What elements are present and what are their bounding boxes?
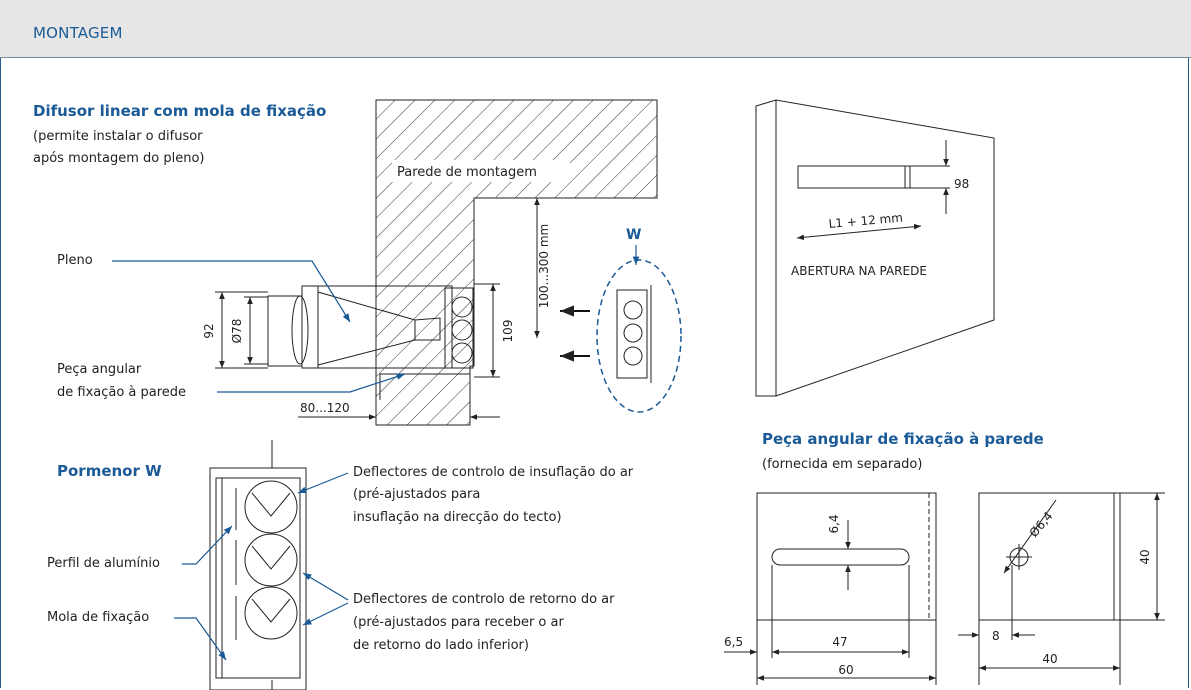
wall-section xyxy=(375,99,658,426)
bracket-label-2: de fixação à parede xyxy=(57,385,186,400)
wall-label: Parede de montagem xyxy=(397,165,537,180)
main-assembly: Difusor linear com mola de fixação (perm… xyxy=(33,99,682,426)
dim-92: 92 xyxy=(202,323,216,338)
dim-6-5: 6,5 xyxy=(724,635,743,649)
dim-40h: 40 xyxy=(1042,652,1057,666)
dim-78: Ø78 xyxy=(230,319,244,344)
main-title: Difusor linear com mola de fixação xyxy=(33,102,326,120)
wall-label-bg xyxy=(392,160,570,182)
dim-98: 98 xyxy=(954,177,969,191)
dim-60: 60 xyxy=(838,663,853,677)
bracket-title: Peça angular de fixação à parede xyxy=(762,430,1044,448)
dim-47: 47 xyxy=(832,635,847,649)
detail-w: Pormenor W Perfil de alumínio Mola de fi… xyxy=(47,440,634,690)
supply-text-3: insuflação na direcção do tecto) xyxy=(353,510,562,525)
return-text-2: (pré-ajustados para receber o ar xyxy=(353,615,564,630)
wall-opening: 98 L1 + 12 mm ABERTURA NA PAREDE xyxy=(755,99,995,397)
dim-100-300: 100...300 mm xyxy=(537,224,551,308)
view-w: W xyxy=(596,227,682,413)
detail-title: Pormenor W xyxy=(57,462,162,480)
plenum-label: Pleno xyxy=(57,253,93,268)
dim-6-4: 6,4 xyxy=(827,514,841,533)
main-subtitle-2: após montagem do pleno) xyxy=(33,151,205,166)
return-text-3: de retorno do lado inferior) xyxy=(353,638,529,653)
section-title: MONTAGEM xyxy=(33,24,123,42)
dim-40v: 40 xyxy=(1138,549,1152,564)
dim-80-120: 80...120 xyxy=(300,401,350,415)
view-w-label: W xyxy=(626,227,641,243)
dim-phi: Ø6,4 xyxy=(1027,509,1056,540)
profile-label: Perfil de alumínio xyxy=(47,556,160,571)
bracket-label-1: Peça angular xyxy=(57,362,142,377)
supply-text-2: (pré-ajustados para xyxy=(353,487,480,502)
dim-l1: L1 + 12 mm xyxy=(828,211,903,231)
spring-label: Mola de fixação xyxy=(47,610,149,625)
opening-label: ABERTURA NA PAREDE xyxy=(791,264,927,278)
bracket-subtitle: (fornecida em separado) xyxy=(762,457,922,472)
dim-8: 8 xyxy=(992,629,1000,643)
main-subtitle-1: (permite instalar o difusor xyxy=(33,129,203,144)
bracket-drawing: Peça angular de fixação à parede (fornec… xyxy=(724,430,1165,685)
return-text-1: Deflectores de controlo de retorno do ar xyxy=(353,592,615,607)
dim-109: 109 xyxy=(501,320,515,343)
supply-text-1: Deflectores de controlo de insuflação do… xyxy=(353,465,634,480)
section-header: MONTAGEM xyxy=(0,0,1191,58)
